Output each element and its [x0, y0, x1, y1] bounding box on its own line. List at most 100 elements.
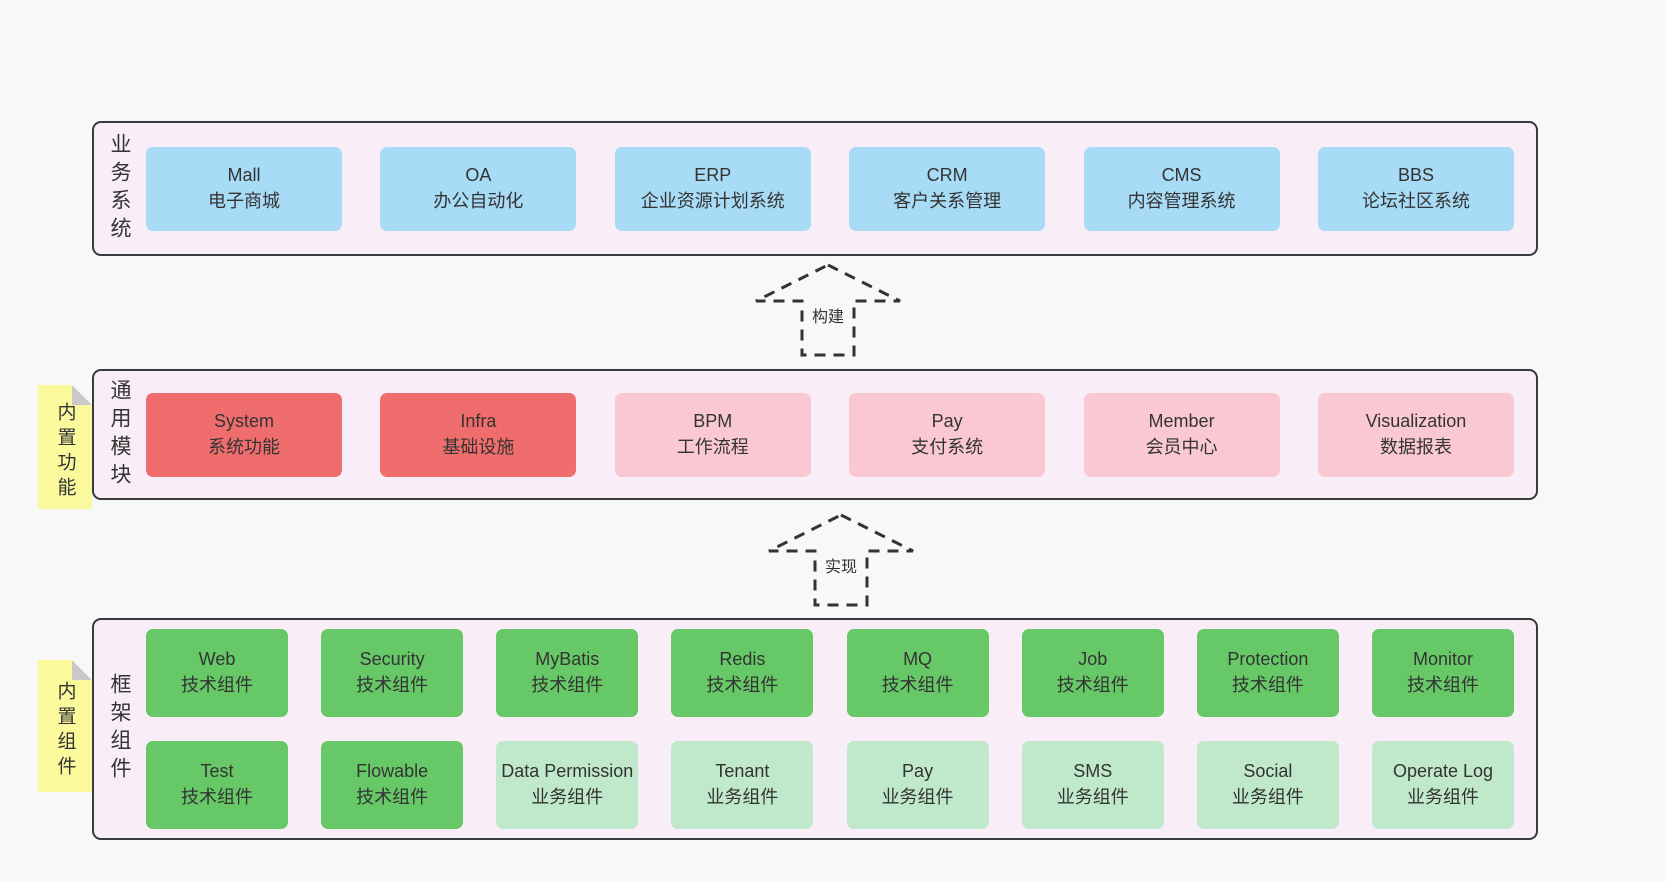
component-box-redis: Redis 技术组件 [671, 629, 814, 717]
box-subtitle: 技术组件 [356, 675, 429, 695]
component-box-operate-log: Operate Log 业务组件 [1371, 741, 1514, 829]
box-title: Job [1078, 649, 1108, 670]
box-title: Member [1148, 410, 1215, 431]
component-box-web: Web 技术组件 [146, 629, 288, 717]
box-subtitle: 工作流程 [676, 436, 749, 457]
box-subtitle: 技术组件 [881, 675, 954, 695]
box-subtitle: 业务组件 [1231, 787, 1304, 807]
box-title: Security [359, 649, 425, 670]
box-subtitle: 企业资源计划系统 [640, 190, 785, 211]
box-title: BBS [1397, 164, 1434, 185]
box-title: MQ [903, 649, 933, 670]
component-box-monitor: Monitor 技术组件 [1371, 629, 1514, 717]
box-title: Monitor [1412, 649, 1473, 670]
box-subtitle: 技术组件 [531, 675, 604, 695]
box-subtitle: 业务组件 [531, 787, 604, 807]
box-title: Pay [902, 761, 934, 782]
box-title: Tenant [715, 761, 770, 782]
band-label-business-systems: 业务系统 [108, 132, 131, 245]
box-subtitle: 业务组件 [706, 787, 779, 807]
component-box-cms: CMS 内容管理系统 [1083, 146, 1280, 231]
box-title: OA [465, 164, 492, 185]
box-subtitle: 系统功能 [208, 436, 280, 457]
box-subtitle: 技术组件 [706, 675, 779, 695]
component-box-flowable: Flowable 技术组件 [321, 741, 464, 829]
box-title: MyBatis [535, 649, 600, 670]
sticky-note-label: 内置功能 [54, 402, 76, 502]
box-subtitle: 客户关系管理 [893, 190, 1002, 211]
component-box-job: Job 技术组件 [1021, 629, 1164, 717]
build-arrow: 构建 [753, 262, 903, 358]
component-box-security: Security 技术组件 [321, 629, 464, 717]
box-subtitle: 内容管理系统 [1127, 190, 1236, 211]
component-box-visualization: Visualization 数据报表 [1317, 392, 1514, 477]
component-box-system: System 系统功能 [146, 392, 342, 477]
component-box-pay: Pay 支付系统 [849, 392, 1046, 477]
box-subtitle: 业务组件 [1406, 787, 1479, 807]
box-subtitle: 技术组件 [181, 675, 253, 695]
box-title: CMS [1161, 164, 1202, 185]
build-arrow-label: 构建 [808, 302, 848, 329]
box-title: CRM [926, 164, 968, 185]
box-subtitle: 会员中心 [1145, 436, 1218, 457]
box-subtitle: 业务组件 [1056, 787, 1129, 807]
component-box-mybatis: MyBatis 技术组件 [496, 629, 639, 717]
box-title: Protection [1227, 649, 1309, 670]
box-subtitle: 技术组件 [1406, 675, 1479, 695]
up-arrow-icon [768, 513, 914, 607]
sticky-note-label: 内置组件 [54, 681, 76, 781]
box-title: BPM [693, 410, 733, 431]
component-box-tenant: Tenant 业务组件 [671, 741, 814, 829]
box-subtitle: 技术组件 [1231, 675, 1304, 695]
box-title: Flowable [356, 761, 429, 782]
box-title: Redis [719, 649, 766, 670]
implement-arrow: 实现 [766, 512, 916, 608]
box-title: System [213, 410, 274, 431]
band-label-framework-components: 框架组件 [108, 673, 131, 785]
component-box-sms: SMS 业务组件 [1021, 741, 1164, 829]
box-subtitle: 技术组件 [1056, 675, 1129, 695]
box-subtitle: 数据报表 [1379, 436, 1452, 457]
box-title: Pay [931, 410, 963, 431]
box-subtitle: 技术组件 [356, 787, 429, 807]
component-box-social: Social 业务组件 [1196, 741, 1339, 829]
band-label-common-modules: 通用模块 [108, 378, 131, 491]
box-title: Mall [227, 164, 261, 185]
box-title: Operate Log [1392, 761, 1494, 782]
box-title: Visualization [1365, 410, 1467, 431]
component-box-erp: ERP 企业资源计划系统 [614, 146, 811, 231]
component-box-bpm: BPM 工作流程 [614, 392, 811, 477]
box-subtitle: 技术组件 [181, 787, 253, 807]
component-box-pay: Pay 业务组件 [846, 741, 989, 829]
component-box-mq: MQ 技术组件 [846, 629, 989, 717]
box-title: Social [1243, 761, 1293, 782]
component-box-bbs: BBS 论坛社区系统 [1317, 146, 1514, 231]
implement-arrow-label: 实现 [821, 552, 861, 579]
box-subtitle: 支付系统 [911, 436, 984, 457]
component-box-protection: Protection 技术组件 [1196, 629, 1339, 717]
box-subtitle: 业务组件 [881, 787, 954, 807]
up-arrow-icon [755, 263, 901, 357]
box-title: SMS [1073, 761, 1113, 782]
box-subtitle: 办公自动化 [433, 190, 524, 211]
box-title: Web [198, 649, 236, 670]
sticky-note-built-in-components: 内置组件 [38, 660, 92, 792]
box-subtitle: 论坛社区系统 [1361, 190, 1470, 211]
box-title: ERP [694, 164, 732, 185]
component-box-oa: OA 办公自动化 [380, 146, 577, 231]
